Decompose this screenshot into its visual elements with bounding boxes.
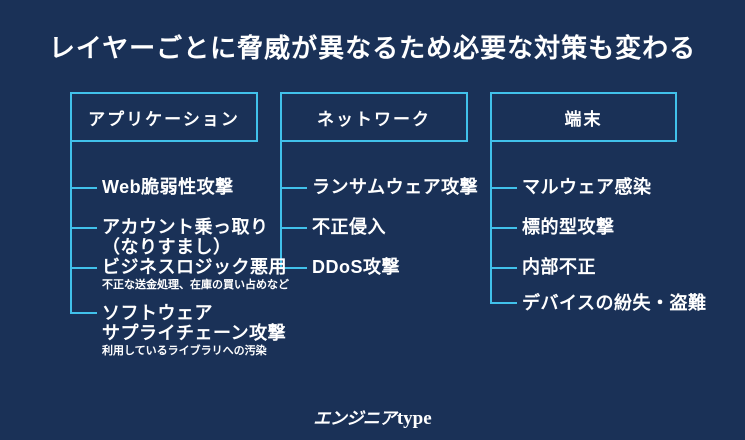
connector-tick: [70, 267, 97, 269]
threat-item-label: ランサムウェア攻撃: [312, 177, 479, 197]
page-title: レイヤーごとに脅威が異なるため必要な対策も変わる: [48, 33, 697, 63]
connector-tick: [490, 302, 517, 304]
connector-tick: [490, 227, 517, 229]
header-label-network: ネットワーク: [317, 109, 431, 129]
threat-item-web-vulnerability: Web脆弱性攻撃: [102, 177, 234, 197]
connector-tick: [280, 267, 307, 269]
header-box-application: アプリケーション: [70, 92, 258, 142]
threat-item-malware: マルウェア感染: [522, 177, 652, 197]
threat-item-label: アカウント乗っ取り: [102, 217, 269, 237]
connector-tick: [70, 187, 97, 189]
threat-item-ddos: DDoS攻撃: [312, 257, 400, 277]
threat-item-label: （なりすまし）: [102, 237, 232, 257]
brand-logo: エンジニアtype: [0, 404, 745, 430]
threat-item-label: DDoS攻撃: [312, 257, 400, 277]
threat-item-label: Web脆弱性攻撃: [102, 177, 234, 197]
threat-item-label: ビジネスロジック悪用: [102, 257, 287, 277]
connector-tick: [490, 267, 517, 269]
threat-item-ransomware: ランサムウェア攻撃: [312, 177, 478, 197]
threat-item-label: 標的型攻撃: [522, 217, 615, 237]
threat-item-note: 利用しているライブラリへの汚染: [102, 345, 267, 357]
threat-item-device-loss-theft: デバイスの紛失・盗難: [522, 293, 706, 313]
threat-item-account-takeover: アカウント乗っ取り （なりすまし）: [102, 217, 269, 257]
threat-item-intrusion: 不正侵入: [312, 217, 386, 237]
connector-tick: [70, 227, 97, 229]
brand-logo-en: type: [396, 408, 432, 429]
connector-tick: [70, 312, 97, 314]
connector-line-network: [280, 142, 282, 269]
threat-item-business-logic-abuse: ビジネスロジック悪用 不正な送金処理、在庫の買い占めなど: [102, 257, 289, 292]
threat-item-label: サプライチェーン攻撃: [102, 323, 287, 343]
header-label-device: 端末: [564, 109, 603, 129]
threat-item-label: デバイスの紛失・盗難: [522, 293, 707, 313]
connector-tick: [280, 227, 307, 229]
brand-logo-jp: エンジニア: [313, 409, 396, 428]
threat-item-supply-chain-attack: ソフトウェア サプライチェーン攻撃 利用しているライブラリへの汚染: [102, 303, 286, 358]
threat-item-targeted-attack: 標的型攻撃: [522, 217, 615, 237]
connector-tick: [490, 187, 517, 189]
threat-item-insider-fraud: 内部不正: [522, 257, 596, 277]
threat-item-label: 内部不正: [522, 257, 596, 277]
threat-item-label: マルウェア感染: [522, 177, 652, 197]
threat-item-label: 不正侵入: [312, 217, 386, 237]
header-label-application: アプリケーション: [88, 109, 240, 129]
threat-item-label: ソフトウェア: [102, 303, 213, 323]
header-box-network: ネットワーク: [280, 92, 468, 142]
header-box-device: 端末: [490, 92, 677, 142]
connector-tick: [280, 187, 307, 189]
connector-line-device: [490, 142, 492, 304]
threat-item-note: 不正な送金処理、在庫の買い占めなど: [102, 279, 289, 291]
